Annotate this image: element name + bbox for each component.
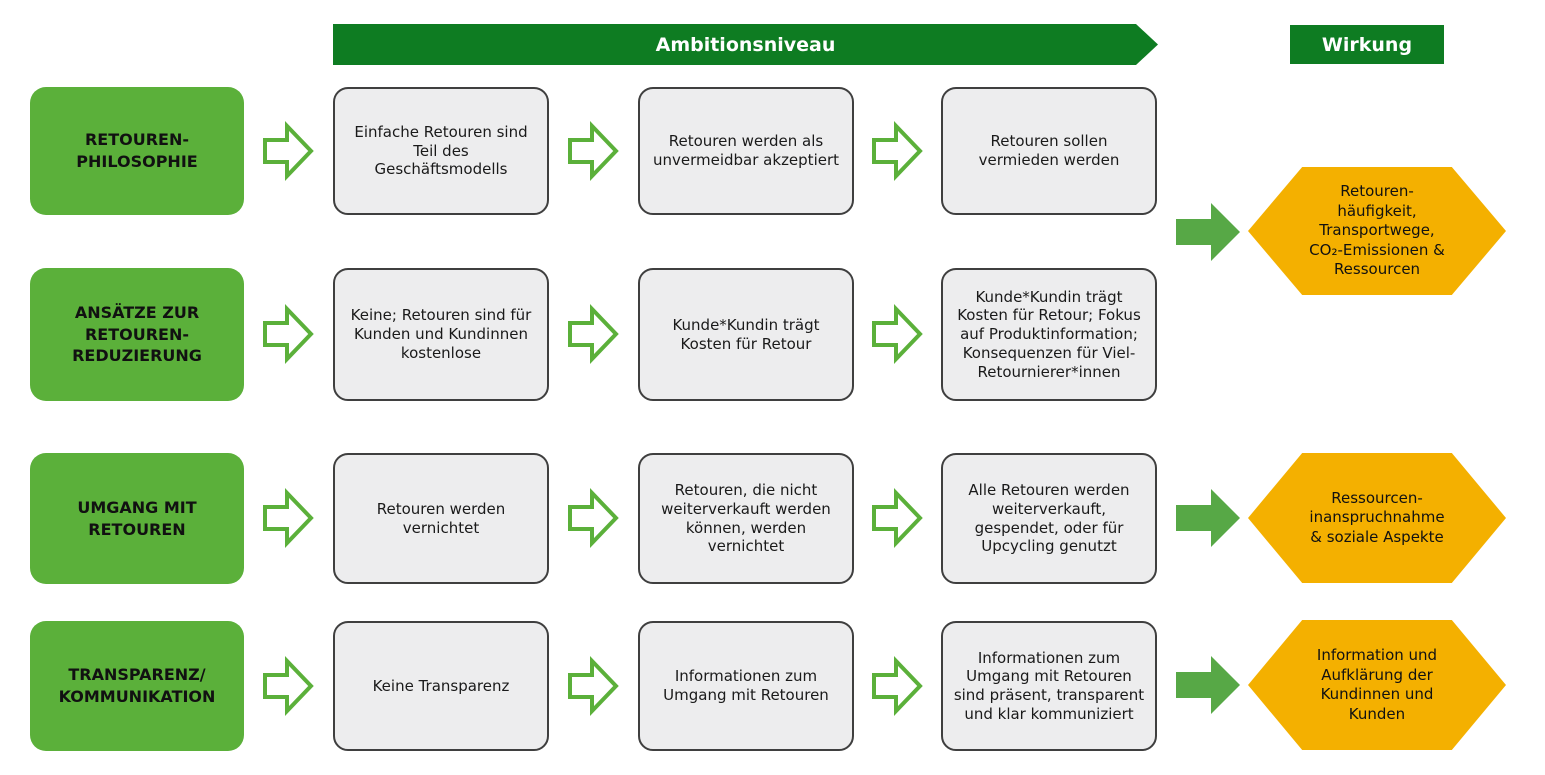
level-label: Retouren werden als unvermeidbar akzepti… <box>652 132 840 169</box>
level-box: Retouren, die nicht weiterverkauft werde… <box>638 453 854 584</box>
category-box-umgang-mit-retouren: UMGANG MIT RETOUREN <box>30 453 244 584</box>
category-label: UMGANG MIT RETOUREN <box>77 497 197 539</box>
arrow-right-outline-icon <box>871 655 923 721</box>
impact-arrow-icon <box>1176 489 1240 551</box>
level-box: Kunde*Kundin trägt Kosten für Retour; Fo… <box>941 268 1157 401</box>
category-box-ansaetze-zur-retouren-reduzierung: ANSÄTZE ZUR RETOUREN- REDUZIERUNG <box>30 268 244 401</box>
level-label: Informationen zum Umgang mit Retouren si… <box>953 648 1145 723</box>
level-box: Kunde*Kundin trägt Kosten für Retour <box>638 268 854 401</box>
arrow-right-outline-icon <box>262 655 314 721</box>
ambition-banner-label: Ambitionsniveau <box>655 33 836 56</box>
level-box: Retouren sollen vermieden werden <box>941 87 1157 215</box>
level-label: Retouren, die nicht weiterverkauft werde… <box>661 481 831 556</box>
arrow-right-outline-icon <box>567 303 619 369</box>
level-label: Alle Retouren werden weiterverkauft, ges… <box>968 481 1130 556</box>
category-label: TRANSPARENZ/ KOMMUNIKATION <box>58 665 216 706</box>
category-box-retouren-philosophie: RETOUREN- PHILOSOPHIE <box>30 87 244 215</box>
level-box: Alle Retouren werden weiterverkauft, ges… <box>941 453 1157 584</box>
level-box: Retouren werden als unvermeidbar akzepti… <box>638 87 854 215</box>
impact-label: Ressourcen- inanspruchnahme & soziale As… <box>1309 488 1445 546</box>
level-label: Retouren sollen vermieden werden <box>978 132 1120 169</box>
level-label: Retouren werden vernichtet <box>376 499 506 537</box>
level-box: Informationen zum Umgang mit Retouren <box>638 621 854 751</box>
impact-arrow-icon <box>1176 656 1240 718</box>
level-label: Einfache Retouren sind Teil des Geschäft… <box>354 122 528 179</box>
level-box: Retouren werden vernichtet <box>333 453 549 584</box>
wirkung-header-label: Wirkung <box>1321 33 1413 56</box>
impact-hexagon: Information und Aufklärung der Kundinnen… <box>1248 620 1506 750</box>
arrow-right-outline-icon <box>567 120 619 186</box>
level-label: Kunde*Kundin trägt Kosten für Retour <box>672 315 820 353</box>
arrow-right-outline-icon <box>567 655 619 721</box>
level-box: Keine Transparenz <box>333 621 549 751</box>
category-box-transparenz-kommunikation: TRANSPARENZ/ KOMMUNIKATION <box>30 621 244 751</box>
level-label: Keine Transparenz <box>372 676 510 695</box>
category-label: ANSÄTZE ZUR RETOUREN- REDUZIERUNG <box>72 303 202 366</box>
impact-label: Information und Aufklärung der Kundinnen… <box>1316 646 1438 723</box>
arrow-right-outline-icon <box>871 303 923 369</box>
ambition-banner: Ambitionsniveau <box>333 24 1158 65</box>
impact-arrow-icon <box>1176 203 1240 265</box>
level-box: Informationen zum Umgang mit Retouren si… <box>941 621 1157 751</box>
impact-hexagon: Ressourcen- inanspruchnahme & soziale As… <box>1248 453 1506 583</box>
level-box: Keine; Retouren sind für Kunden und Kund… <box>333 268 549 401</box>
impact-label: Retouren- häufigkeit, Transportwege, CO₂… <box>1309 182 1445 279</box>
level-label: Kunde*Kundin trägt Kosten für Retour; Fo… <box>957 287 1141 381</box>
arrow-right-outline-icon <box>262 487 314 553</box>
arrow-right-outline-icon <box>871 120 923 186</box>
category-label: RETOUREN- PHILOSOPHIE <box>76 130 198 171</box>
arrow-right-outline-icon <box>262 120 314 186</box>
arrow-right-outline-icon <box>262 303 314 369</box>
impact-hexagon: Retouren- häufigkeit, Transportwege, CO₂… <box>1248 167 1506 295</box>
arrow-right-outline-icon <box>871 487 923 553</box>
level-box: Einfache Retouren sind Teil des Geschäft… <box>333 87 549 215</box>
level-label: Informationen zum Umgang mit Retouren <box>663 667 829 704</box>
arrow-right-outline-icon <box>567 487 619 553</box>
level-label: Keine; Retouren sind für Kunden und Kund… <box>350 306 532 362</box>
wirkung-header: Wirkung <box>1290 25 1444 64</box>
